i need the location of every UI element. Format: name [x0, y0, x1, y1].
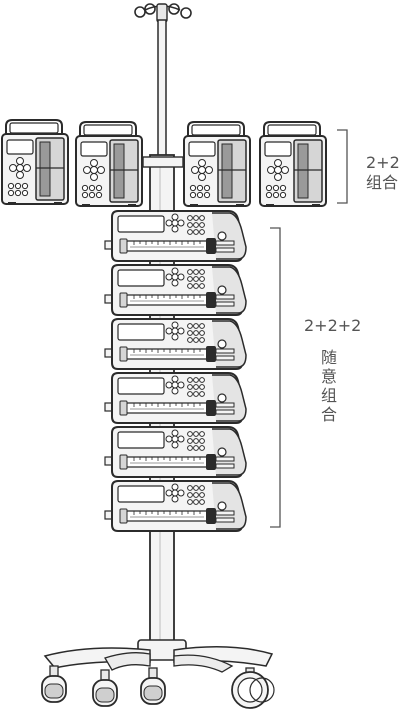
stack-group-caption-char: 意 [320, 367, 337, 386]
syringe-pump-stack [104, 210, 247, 532]
syringe-pump [104, 426, 247, 478]
top-group-ratio-label: 2+2 [366, 153, 400, 172]
top-group-caption: 组合 [366, 175, 398, 191]
iv-hook [134, 3, 192, 23]
volumetric-pump [75, 121, 143, 208]
caster-wheel [92, 669, 118, 707]
stack-group-caption: 随 意 组 合 [319, 348, 339, 424]
volumetric-pump [1, 119, 69, 206]
stack-group-caption-char: 随 [320, 348, 337, 367]
syringe-pump [104, 264, 247, 316]
caster-wheel [231, 667, 275, 709]
caster-wheel [140, 667, 166, 705]
syringe-pump [104, 480, 247, 532]
stack-group-caption-char: 合 [320, 405, 337, 424]
rolling-base [41, 639, 275, 709]
top-group-caption-char: 合 [382, 173, 399, 192]
stack-group-ratio-label: 2+2+2 [304, 316, 362, 335]
top-group-caption-char: 组 [366, 173, 383, 192]
syringe-pump [104, 210, 247, 262]
volumetric-pump [259, 121, 327, 208]
syringe-pump [104, 318, 247, 370]
stack-group-caption-char: 组 [320, 386, 337, 405]
bracket-top-group [337, 129, 348, 204]
syringe-pump [104, 372, 247, 424]
volumetric-pump [183, 121, 251, 208]
caster-wheel [41, 665, 67, 703]
bracket-stack-group [270, 227, 281, 528]
